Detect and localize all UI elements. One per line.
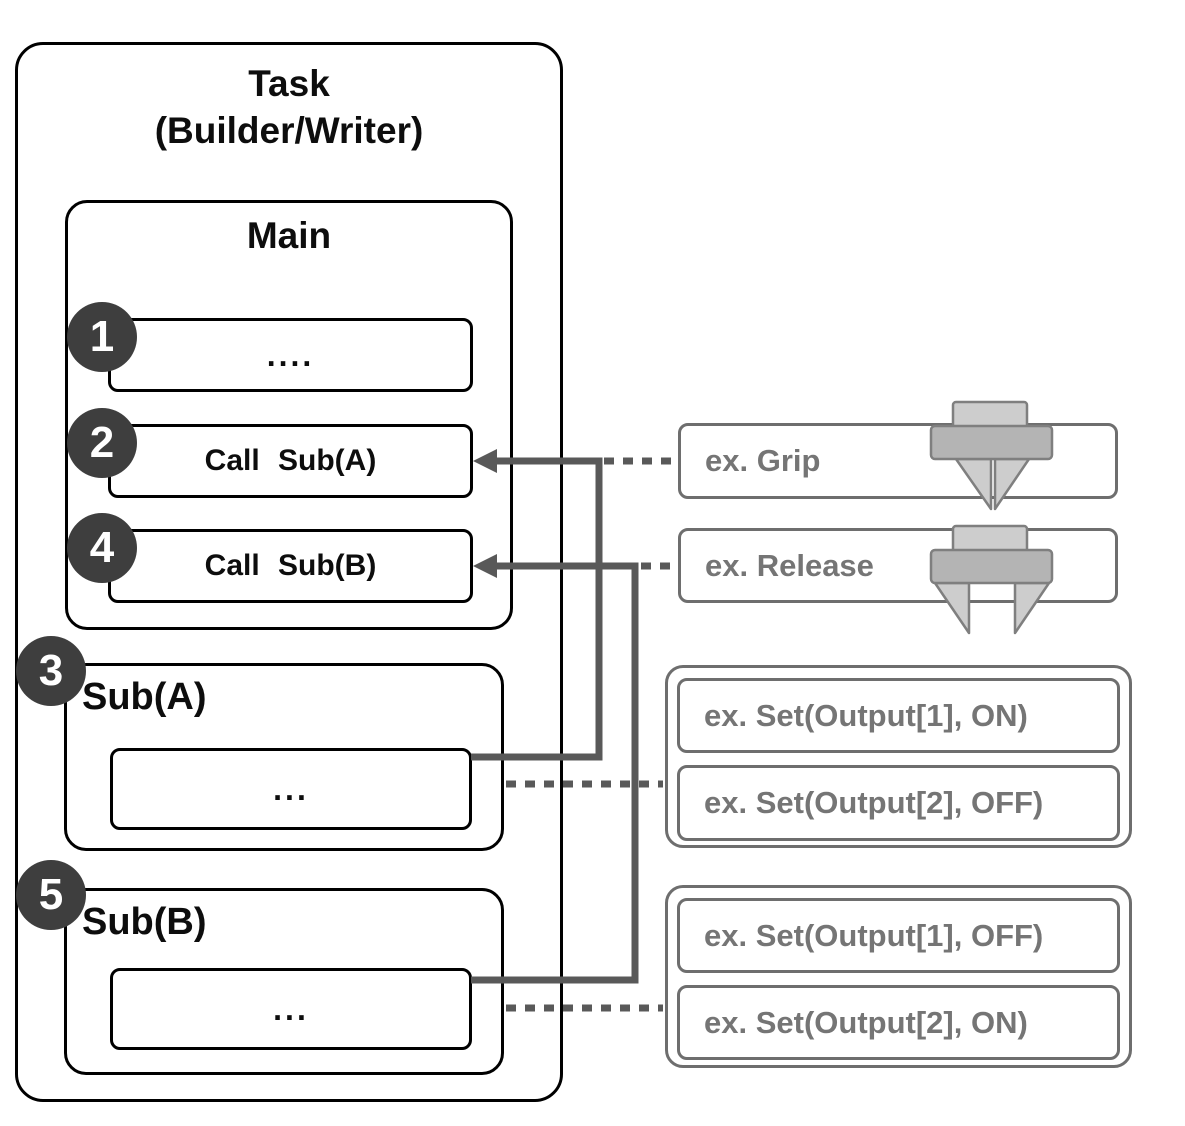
step-circle-4: 4 <box>67 513 137 583</box>
task-title-line2: (Builder/Writer) <box>154 110 424 151</box>
task-title-line1: Task <box>248 63 330 104</box>
sub-b-title: Sub(B) <box>82 901 207 943</box>
example-set-output2-on-box: ex. Set(Output[2], ON) <box>677 985 1120 1060</box>
main-title: Main <box>246 215 332 256</box>
gripper-open-icon <box>929 524 1054 635</box>
sub-a-body-box: ... <box>110 748 472 830</box>
gripper-closed-icon <box>929 400 1054 511</box>
step-circle-5: 5 <box>16 860 86 930</box>
task-title: Task (Builder/Writer) <box>15 60 563 154</box>
main-step-call-sub-a-box: Call Sub(A) <box>108 424 473 498</box>
step-circle-3: 3 <box>16 636 86 706</box>
main-step-call-sub-b-box: Call Sub(B) <box>108 529 473 603</box>
example-set-output1-off-box: ex. Set(Output[1], OFF) <box>677 898 1120 973</box>
example-set-output2-off-box: ex. Set(Output[2], OFF) <box>677 765 1120 841</box>
step-circle-2: 2 <box>67 408 137 478</box>
example-set-output1-on-box: ex. Set(Output[1], ON) <box>677 678 1120 753</box>
main-step-placeholder-box: .... <box>108 318 473 392</box>
sub-a-title: Sub(A) <box>82 676 207 718</box>
step-circle-1: 1 <box>67 302 137 372</box>
example-release-label: ex. Release <box>705 547 874 583</box>
sub-b-body-box: ... <box>110 968 472 1050</box>
example-grip-label: ex. Grip <box>705 443 821 478</box>
